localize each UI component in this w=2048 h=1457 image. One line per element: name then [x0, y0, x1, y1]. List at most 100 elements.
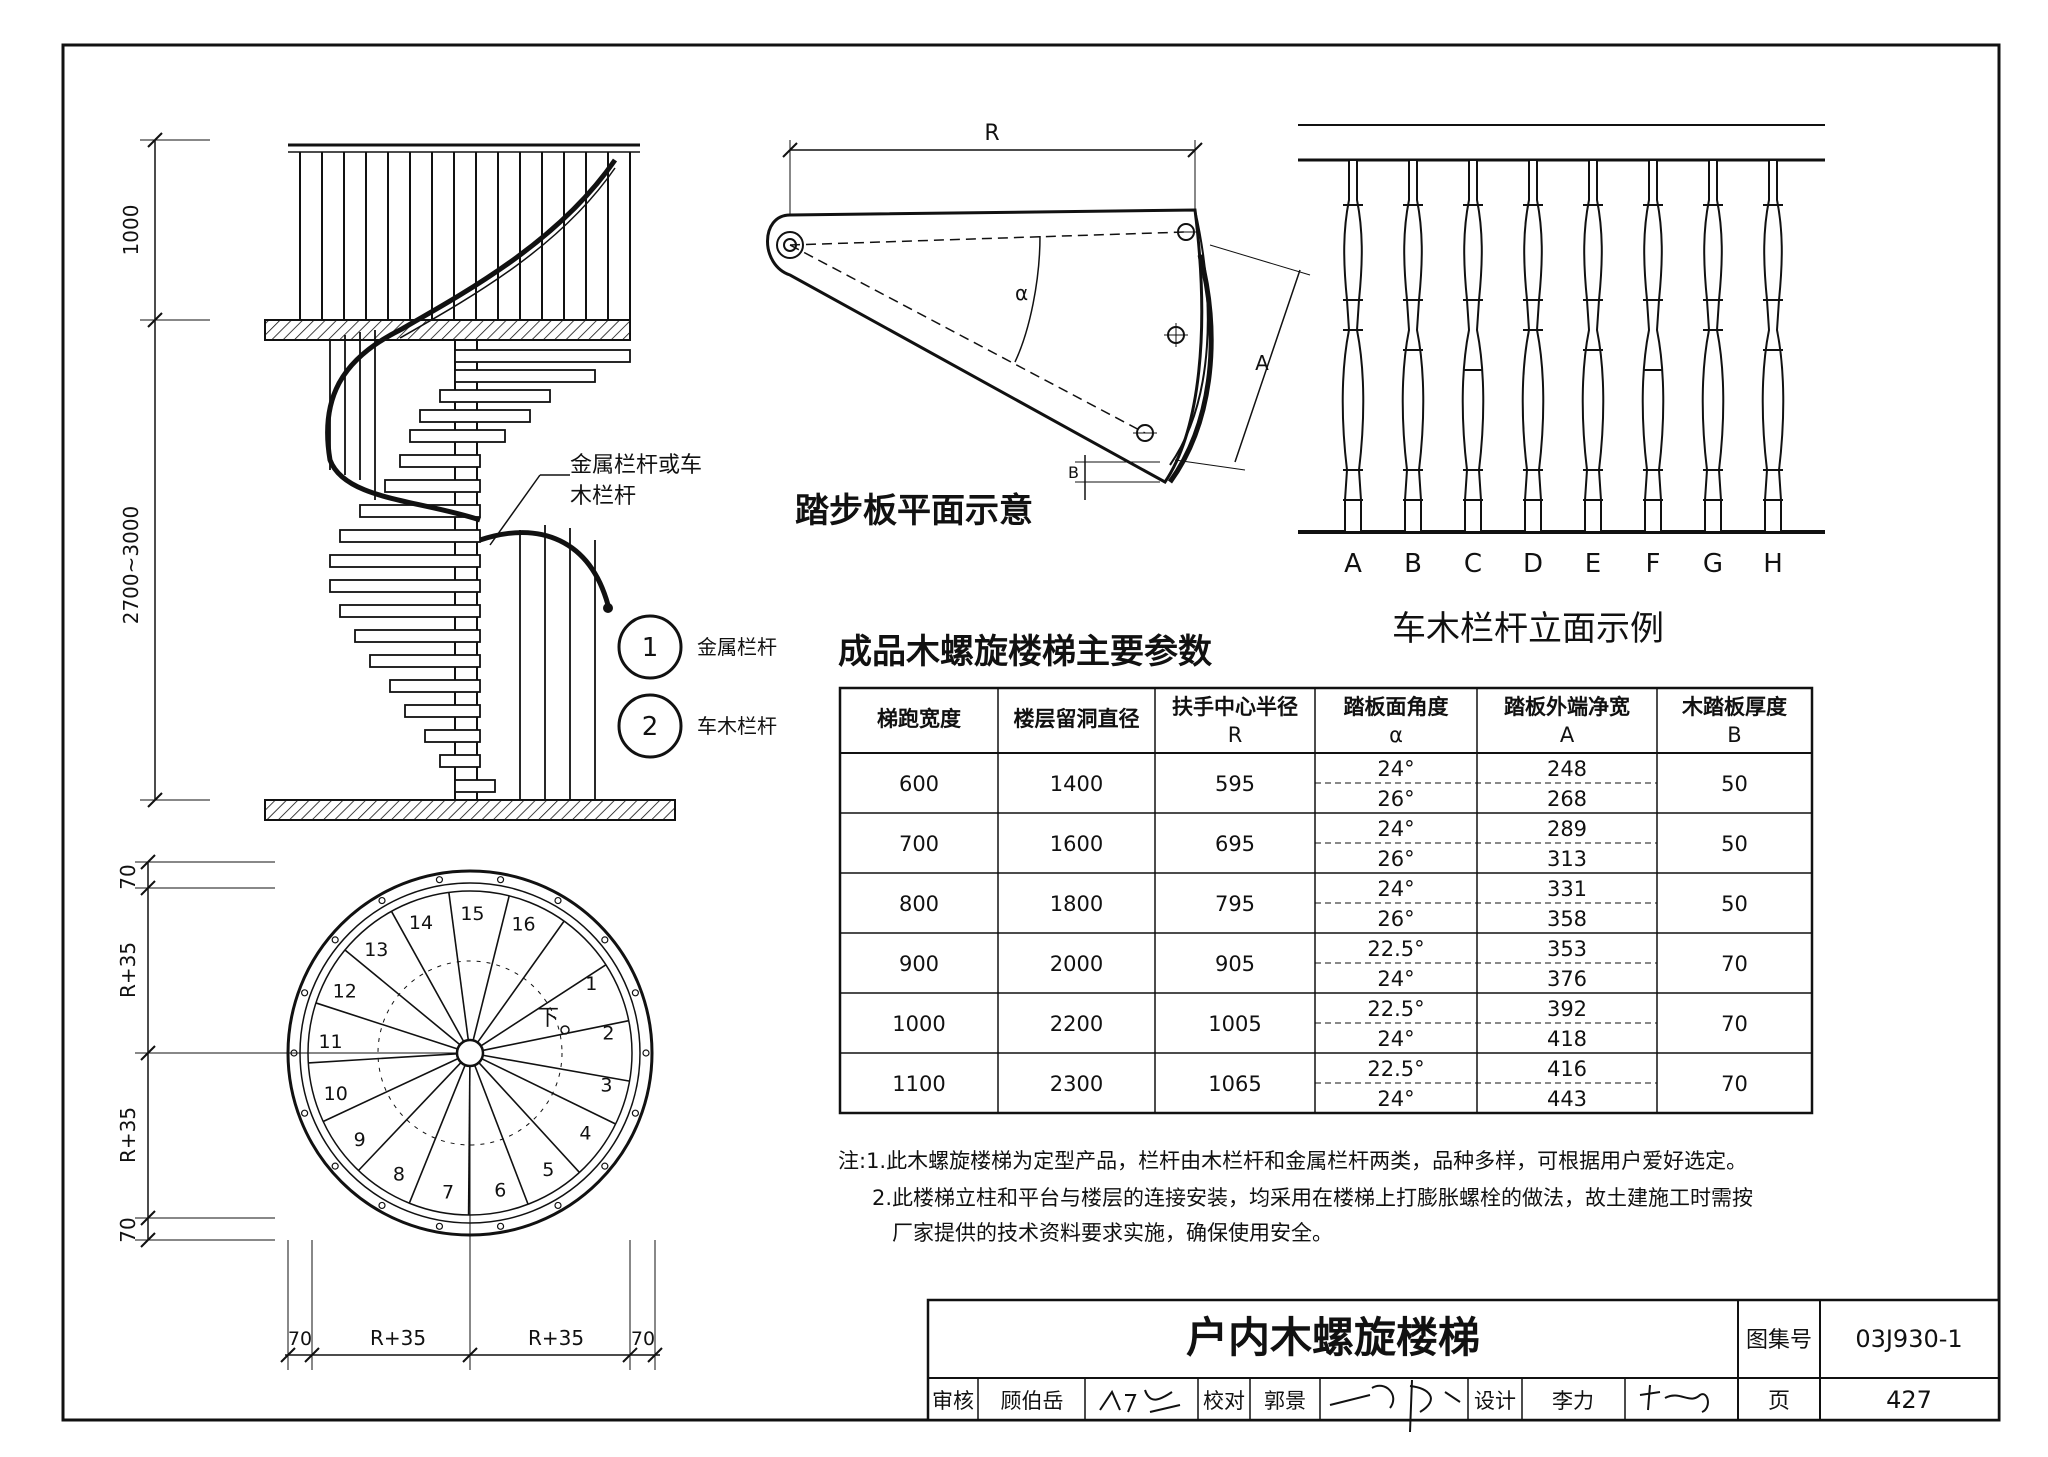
plan-step-number: 4 [579, 1122, 591, 1144]
drawing-title: 户内木螺旋楼梯 [1186, 1313, 1480, 1362]
cell-angle: 24° [1377, 877, 1414, 901]
legend-marker-1 [617, 614, 683, 680]
reviewer-signature [1099, 1389, 1181, 1413]
turned-baluster [1701, 159, 1725, 533]
plan-step-number: 12 [333, 981, 357, 1003]
plan-ring-bolt [378, 1201, 386, 1210]
plan-dim-h-70-right: 70 [631, 1328, 655, 1350]
dim-A: A [1255, 351, 1269, 375]
dim-R: R [984, 121, 999, 146]
reviewer-name: 顾伯岳 [1001, 1389, 1064, 1413]
dim-1000: 1000 [119, 205, 143, 256]
plan-ring-bolt [601, 1162, 609, 1170]
plan-ring-bolt [331, 936, 339, 944]
plan-dim-h-70-left: 70 [288, 1328, 312, 1350]
elevation-tread [399, 454, 481, 468]
table-header-symbol: B [1727, 723, 1741, 747]
plan-dim-h-r35-right: R+35 [528, 1326, 584, 1350]
plan-dim-v-70-bottom: 70 [116, 1217, 140, 1242]
legend-marker-2 [617, 693, 683, 759]
elevation-tread [354, 629, 481, 643]
elevation-tread [454, 349, 631, 363]
plan-step-number: 6 [494, 1180, 506, 1202]
plan-ring-bolt [331, 1162, 339, 1170]
elevation-tread [329, 554, 481, 568]
lower-floor-slab [264, 799, 676, 821]
cell-angle: 24° [1377, 1027, 1414, 1051]
cell-angle: 26° [1377, 907, 1414, 931]
spiral-handrail-lower [479, 530, 611, 606]
plan-ring-bolt [435, 1222, 444, 1230]
cell-clear-width: 268 [1547, 787, 1587, 811]
legend-label-2: 车木栏杆 [697, 714, 777, 738]
designer-name: 李力 [1552, 1389, 1594, 1413]
plan-ring-bolt [496, 1222, 505, 1230]
dim-B: B [1068, 463, 1079, 482]
plan-ring-bolt [301, 989, 309, 997]
atlas-number: 03J930-1 [1855, 1325, 1962, 1353]
elevation-tread [384, 479, 481, 493]
elevation-tread [454, 779, 496, 793]
baluster-title: 车木栏杆立面示例 [1392, 609, 1664, 649]
cell-clear-width: 443 [1547, 1087, 1587, 1111]
table-header-symbol: R [1228, 723, 1243, 747]
plan-tread-edge [344, 949, 461, 1046]
plan-step-number: 2 [602, 1022, 614, 1044]
page-label: 页 [1768, 1389, 1790, 1414]
note-1: 注:1.此木螺旋楼梯为定型产品，栏杆由木栏杆和金属栏杆两类，品种多样，可根据用户… [838, 1149, 1747, 1173]
note-2: 2.此楼梯立柱和平台与楼层的连接安装，均采用在楼梯上打膨胀螺栓的做法，故土建施工… [872, 1186, 1753, 1210]
cell-width: 1000 [892, 1012, 945, 1036]
plan-step-number: 1 [585, 973, 597, 995]
plan-ring-bolt [554, 1201, 562, 1210]
cell-thickness: 70 [1721, 1012, 1748, 1036]
turned-baluster [1521, 159, 1545, 533]
elevation-tread [439, 754, 481, 768]
parameter-table: 成品木螺旋楼梯主要参数 梯跑宽度楼层留洞直径扶手中心半径R踏板面角度α踏板外端净… [838, 632, 1814, 1115]
cell-opening-diameter: 1800 [1050, 892, 1103, 916]
elevation-tread [454, 369, 596, 383]
design-label: 设计 [1474, 1389, 1516, 1413]
plan-tread-edge [357, 1061, 462, 1172]
table-header: 梯跑宽度 [877, 707, 961, 731]
plan-tread-edge [308, 1052, 458, 1064]
elevation-tread [389, 679, 481, 693]
plan-tread-edge [481, 1057, 616, 1125]
elevation-tread [404, 704, 481, 718]
spiral-handrail-upper [325, 158, 618, 523]
note-3: 厂家提供的技术资料要求实施，确保使用安全。 [892, 1221, 1333, 1245]
turned-baluster [1641, 159, 1665, 533]
baluster-letter-G: G [1703, 549, 1723, 579]
plan-dim-h-r35-left: R+35 [370, 1326, 426, 1350]
baluster-letter-C: C [1464, 549, 1482, 579]
elevation-view: 1000 2700~3000 金属栏杆或车 木栏杆 1 金属栏杆 2 车木栏杆 [119, 132, 777, 821]
baluster-letter-E: E [1585, 549, 1601, 579]
parameter-table-title: 成品木螺旋楼梯主要参数 [838, 632, 1212, 672]
cell-clear-width: 416 [1547, 1057, 1587, 1081]
cell-angle: 22.5° [1367, 997, 1424, 1021]
title-block: 户内木螺旋楼梯 图集号 03J930-1 审核 顾伯岳 校对 郭景 设计 李力 … [926, 1298, 2001, 1433]
plan-step-number: 16 [511, 914, 535, 936]
plan-ring-bolt [290, 1049, 298, 1057]
callout-line-1: 金属栏杆或车 [570, 453, 702, 478]
plan-ring-bolt [301, 1109, 309, 1117]
plan-tread-edge [480, 964, 607, 1047]
cell-opening-diameter: 1600 [1050, 832, 1103, 856]
elevation-tread [329, 579, 481, 593]
cell-angle: 26° [1377, 787, 1414, 811]
plan-ring-bolt [435, 876, 444, 884]
plan-tread-edge [472, 895, 510, 1041]
plan-tread-edge [315, 1002, 458, 1050]
baluster-letter-H: H [1763, 549, 1783, 579]
lower-railing-balusters [329, 330, 596, 800]
cell-opening-diameter: 1400 [1050, 772, 1103, 796]
cell-width: 900 [899, 952, 939, 976]
cell-angle: 24° [1377, 967, 1414, 991]
baluster-letter-B: B [1404, 549, 1422, 579]
plan-ring-bolt [631, 1109, 639, 1117]
page-number: 427 [1886, 1386, 1932, 1414]
legend-number-1: 1 [642, 633, 659, 663]
cell-clear-width: 392 [1547, 997, 1587, 1021]
cell-width: 1100 [892, 1072, 945, 1096]
cell-width: 800 [899, 892, 939, 916]
tread-plan-title: 踏步板平面示意 [795, 491, 1033, 531]
